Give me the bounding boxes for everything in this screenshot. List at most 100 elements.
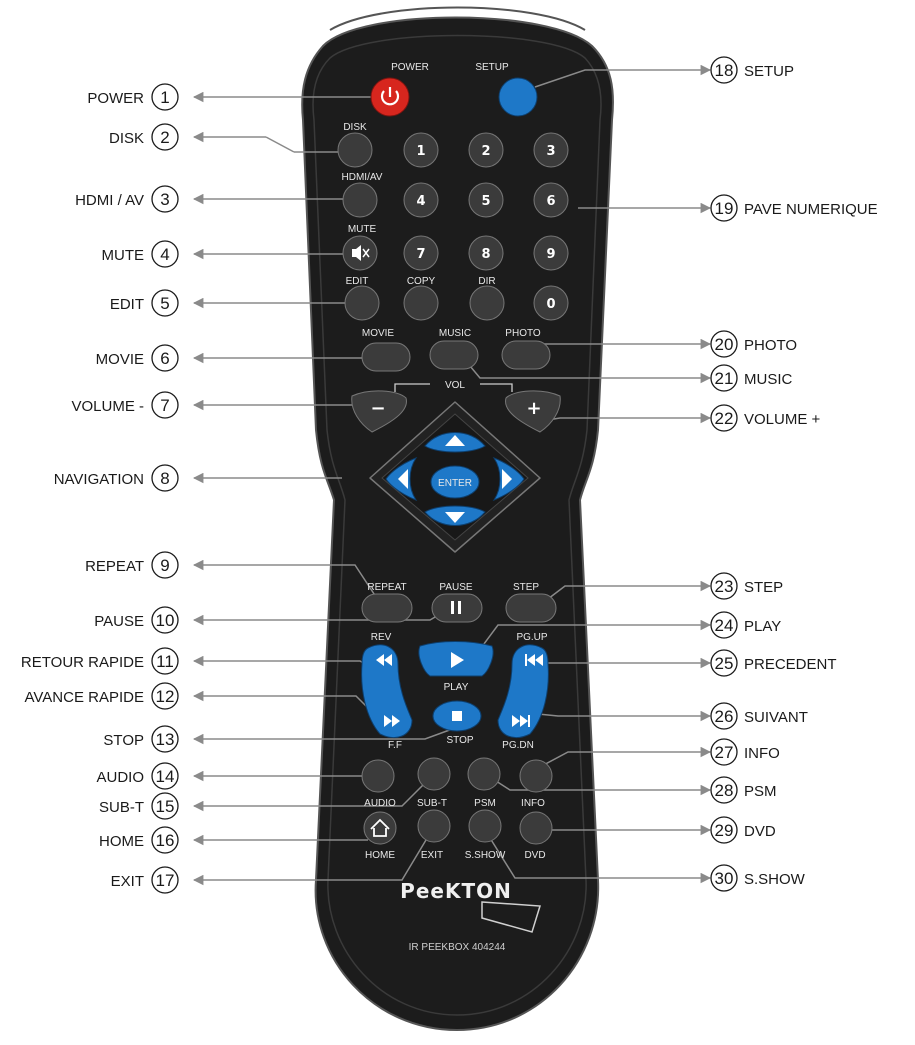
svg-text:DISK: DISK xyxy=(109,130,144,147)
digit-7-button[interactable]: 7 xyxy=(403,235,439,271)
svg-text:+: + xyxy=(526,398,541,419)
digit-4-button[interactable]: 4 xyxy=(403,182,439,218)
svg-text:REV: REV xyxy=(371,632,392,643)
svg-text:EXIT: EXIT xyxy=(421,850,443,861)
nav-left-arrow-icon xyxy=(398,469,408,489)
repeat-button[interactable] xyxy=(361,593,413,623)
svg-text:SETUP: SETUP xyxy=(475,62,509,73)
model-label: IR PEEKBOX 404244 xyxy=(409,942,506,953)
svg-text:1: 1 xyxy=(160,88,169,107)
s-show-button[interactable] xyxy=(468,809,502,843)
svg-text:27: 27 xyxy=(715,743,734,762)
svg-text:INFO: INFO xyxy=(744,745,780,762)
exit-button[interactable] xyxy=(417,809,451,843)
setup-button[interactable] xyxy=(498,77,538,117)
power-button[interactable] xyxy=(370,77,410,117)
dir-button[interactable] xyxy=(469,285,505,321)
svg-text:5: 5 xyxy=(160,294,169,313)
svg-text:7: 7 xyxy=(160,396,169,415)
step-button[interactable] xyxy=(505,593,557,623)
svg-text:REPEAT: REPEAT xyxy=(367,582,406,593)
svg-text:DISK: DISK xyxy=(343,122,367,133)
svg-text:9: 9 xyxy=(546,247,555,262)
psm-button[interactable] xyxy=(467,757,501,791)
leader-2b xyxy=(265,136,295,153)
digit-6-button[interactable]: 6 xyxy=(533,182,569,218)
volume-up-button[interactable]: + xyxy=(505,390,561,433)
digit-1-button[interactable]: 1 xyxy=(403,132,439,168)
digit-2-button[interactable]: 2 xyxy=(468,132,504,168)
svg-text:MUSIC: MUSIC xyxy=(744,371,793,388)
callout-1: POWER 1 xyxy=(87,83,179,111)
svg-text:MOVIE: MOVIE xyxy=(96,351,144,368)
svg-text:DVD: DVD xyxy=(524,850,545,861)
svg-text:EDIT: EDIT xyxy=(346,276,369,287)
next-button[interactable] xyxy=(512,715,530,727)
rewind-button[interactable] xyxy=(376,654,392,666)
ir-window xyxy=(481,901,541,933)
svg-text:15: 15 xyxy=(156,797,175,816)
svg-text:POWER: POWER xyxy=(87,90,144,107)
svg-text:EXIT: EXIT xyxy=(111,873,144,890)
edit-button[interactable] xyxy=(344,285,380,321)
digit-0-button[interactable]: 0 xyxy=(533,285,569,321)
svg-text:7: 7 xyxy=(416,247,425,262)
left-leader-lines xyxy=(192,91,456,886)
info-button[interactable] xyxy=(519,759,553,793)
digit-3-button[interactable]: 3 xyxy=(533,132,569,168)
nav-up-arrow-icon xyxy=(445,435,465,446)
svg-text:ENTER: ENTER xyxy=(438,478,472,489)
next-icon xyxy=(512,715,530,727)
music-button[interactable] xyxy=(429,340,479,370)
remote-inner-outline xyxy=(312,34,602,1016)
volume-down-button[interactable]: − xyxy=(351,390,407,433)
movie-button[interactable] xyxy=(361,342,411,372)
svg-text:PG.DN: PG.DN xyxy=(502,740,534,751)
fast-forward-icon xyxy=(384,715,400,727)
dvd-button[interactable] xyxy=(519,811,553,845)
svg-text:PHOTO: PHOTO xyxy=(505,328,541,339)
disk-button[interactable] xyxy=(337,132,373,168)
rev-ff-rocker xyxy=(361,644,413,738)
sub-t-button[interactable] xyxy=(417,757,451,791)
svg-text:AVANCE RAPIDE: AVANCE RAPIDE xyxy=(25,689,144,706)
svg-text:PG.UP: PG.UP xyxy=(516,632,547,643)
stop-button[interactable] xyxy=(432,700,482,732)
enter-button[interactable] xyxy=(430,465,480,499)
pause-button[interactable] xyxy=(431,593,483,623)
play-button[interactable] xyxy=(418,641,494,677)
svg-text:REPEAT: REPEAT xyxy=(85,558,144,575)
svg-text:PLAY: PLAY xyxy=(444,682,469,693)
svg-text:VOLUME +: VOLUME + xyxy=(744,411,821,428)
stop-icon xyxy=(452,711,462,721)
digit-8-button[interactable]: 8 xyxy=(468,235,504,271)
digit-5-button[interactable]: 5 xyxy=(468,182,504,218)
hdmi-av-button[interactable] xyxy=(342,182,378,218)
svg-text:1: 1 xyxy=(416,144,425,159)
previous-button[interactable] xyxy=(525,654,543,666)
svg-text:HOME: HOME xyxy=(365,850,395,861)
home-button[interactable] xyxy=(363,811,397,845)
svg-text:0: 0 xyxy=(546,297,555,312)
fast-forward-button[interactable] xyxy=(384,715,400,727)
mute-button[interactable] xyxy=(342,235,378,271)
photo-button[interactable] xyxy=(501,340,551,370)
svg-text:8: 8 xyxy=(160,469,169,488)
digit-9-button[interactable]: 9 xyxy=(533,235,569,271)
svg-text:16: 16 xyxy=(156,831,175,850)
svg-text:9: 9 xyxy=(160,556,169,575)
audio-button[interactable] xyxy=(361,759,395,793)
svg-text:AUDIO: AUDIO xyxy=(96,769,144,786)
copy-button[interactable] xyxy=(403,285,439,321)
